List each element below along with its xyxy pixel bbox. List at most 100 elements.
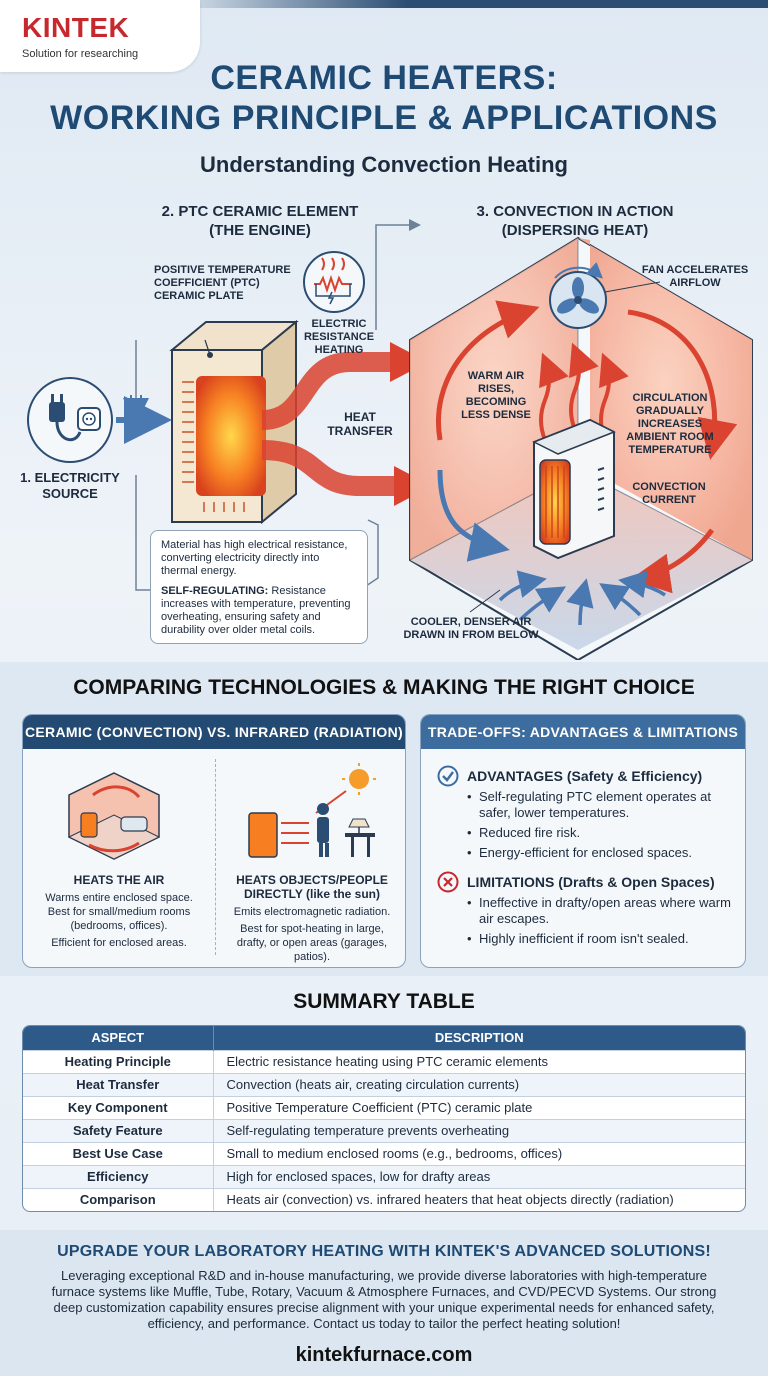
header-stripe [168,0,768,8]
advantages-list: Self-regulating PTC element operates at … [467,789,737,865]
ceramic-room-icon [67,772,161,860]
step-3-heading: 3. CONVECTION IN ACTION (DISPERSING HEAT… [440,202,710,240]
column-header-description: DESCRIPTION [213,1026,745,1050]
step-3-line1: 3. CONVECTION IN ACTION [476,203,674,220]
page-title-line2: WORKING PRINCIPLE & APPLICATIONS [50,99,718,137]
space-heater-icon [532,418,616,560]
table-cell-description: Electric resistance heating using PTC ce… [213,1049,745,1073]
circulation-line2: GRADUALLY [635,405,705,417]
step-2-line1: 2. PTC CERAMIC ELEMENT [161,203,359,220]
table-cell-aspect: Comparison [23,1187,214,1211]
logo-wordmark: KINTEK [22,12,130,43]
note-para2: SELF-REGULATING: Resistance increases wi… [161,585,357,637]
resistance-label-line1: ELECTRIC [311,318,367,330]
page-title-line1: CERAMIC HEATERS: [210,59,558,97]
table-cell-description: Self-regulating temperature prevents ove… [213,1118,745,1142]
resistance-label-line2: RESISTANCE [303,331,375,343]
circulation-line3: INCREASES [637,418,703,430]
page-subtitle: Understanding Convection Heating [200,152,568,177]
trade-offs-header: TRADE-OFFS: ADVANTAGES & LIMITATIONS [421,715,745,749]
infrared-line2: Best for spot-heating in large, drafty, … [236,923,388,963]
table-cell-aspect: Heat Transfer [23,1072,214,1096]
warm-air-line2: RISES, [477,383,515,395]
plug-icon [27,377,113,463]
step-1-line2: SOURCE [42,486,98,501]
circulation-line5: TEMPERATURE [628,444,712,456]
limitation-item: Highly inefficient if room isn't sealed. [467,931,737,947]
infrared-column: HEATS OBJECTS/PEOPLE DIRECTLY (like the … [225,873,399,964]
logo-tagline: Solution for researching [22,48,139,60]
cool-air-line1: COOLER, DENSER AIR [410,616,532,628]
resistance-label-line3: HEATING [314,344,364,356]
ceramic-line3: Efficient for enclosed areas. [51,937,187,949]
fan-label-line2: AIRFLOW [669,277,721,289]
step-1-line1: 1. ELECTRICITY [20,470,120,485]
limitations-title: LIMITATIONS (Drafts & Open Spaces) [467,874,715,890]
limitation-item: Ineffective in drafty/open areas where w… [467,895,737,927]
table-header-row: ASPECT DESCRIPTION [23,1026,745,1050]
infrared-line1: Emits electromagnetic radiation. [233,906,391,918]
table-cell-description: High for enclosed spaces, low for drafty… [213,1164,745,1188]
warm-air-line4: LESS DENSE [461,409,531,421]
convection-line1: CONVECTION [632,481,706,493]
table-cell-description: Positive Temperature Coefficient (PTC) c… [213,1095,745,1119]
table-cell-aspect: Efficiency [23,1164,214,1188]
table-cell-aspect: Heating Principle [23,1049,214,1073]
heat-transfer-line1: HEAT [344,410,376,424]
warm-air-label: WARM AIR RISES, BECOMING LESS DENSE [456,370,536,422]
check-circle-icon [437,765,459,787]
note-para1: Material has high electrical resistance,… [161,539,348,577]
table-cell-aspect: Safety Feature [23,1118,214,1142]
ptc-ceramic-plate [169,319,299,525]
note-para2-text: Resistance increases with temperature, p… [161,585,351,636]
table-cell-description: Convection (heats air, creating circulat… [213,1072,745,1096]
ptc-label-line3: CERAMIC PLATE [154,290,244,302]
ceramic-heading: HEATS THE AIR [73,873,165,887]
column-divider [215,759,216,955]
fan-label-line1: FAN ACCELERATES [641,264,749,276]
cool-air-label: COOLER, DENSER AIR DRAWN IN FROM BELOW [396,616,546,642]
cool-air-line2: DRAWN IN FROM BELOW [403,629,539,641]
footer-headline: UPGRADE YOUR LABORATORY HEATING WITH KIN… [57,1243,711,1260]
infrared-heading: HEATS OBJECTS/PEOPLE DIRECTLY (like the … [236,873,388,901]
footer-website-link[interactable]: kintekfurnace.com [295,1344,473,1366]
warm-air-line1: WARM AIR [467,370,525,382]
advantage-item: Energy-efficient for enclosed spaces. [467,845,737,861]
ptc-label-line1: POSITIVE TEMPERATURE [154,264,291,276]
advantages-title: ADVANTAGES (Safety & Efficiency) [467,768,703,784]
warm-air-line3: BECOMING [465,396,527,408]
summary-title: SUMMARY TABLE [293,990,475,1013]
ptc-explanation-note: Material has high electrical resistance,… [150,530,368,644]
note-self-regulating-label: SELF-REGULATING: [161,585,269,597]
infrared-sun-icon [248,763,376,858]
circulation-label: CIRCULATION GRADUALLY INCREASES AMBIENT … [620,392,720,457]
convection-current-label: CONVECTION CURRENT [624,481,714,507]
ceramic-line1: Warms entire enclosed space. [45,892,193,904]
heat-transfer-label: HEAT TRANSFER [320,410,400,438]
step-2-line2: (THE ENGINE) [209,222,311,239]
convection-diagram [27,219,753,660]
column-header-aspect: ASPECT [23,1026,214,1050]
fan-icon [549,262,607,329]
kintek-logo[interactable]: KINTEK Solution for researching [0,0,200,72]
convection-line2: CURRENT [642,494,696,506]
fan-label: FAN ACCELERATES AIRFLOW [640,264,750,290]
circulation-line1: CIRCULATION [632,392,708,404]
table-cell-description: Heats air (convection) vs. infrared heat… [213,1187,745,1211]
convection-vs-infrared-header: CERAMIC (CONVECTION) VS. INFRARED (RADIA… [23,715,405,749]
step-2-heading: 2. PTC CERAMIC ELEMENT (THE ENGINE) [150,202,370,240]
convection-vs-infrared-card: CERAMIC (CONVECTION) VS. INFRARED (RADIA… [22,714,406,968]
advantage-item: Self-regulating PTC element operates at … [467,789,737,821]
resistance-heating-label: ELECTRIC RESISTANCE HEATING [296,318,382,357]
footer-body: Leveraging exceptional R&D and in-house … [51,1268,717,1331]
resistance-heating-icon [303,251,365,313]
table-cell-description: Small to medium enclosed rooms (e.g., be… [213,1141,745,1165]
